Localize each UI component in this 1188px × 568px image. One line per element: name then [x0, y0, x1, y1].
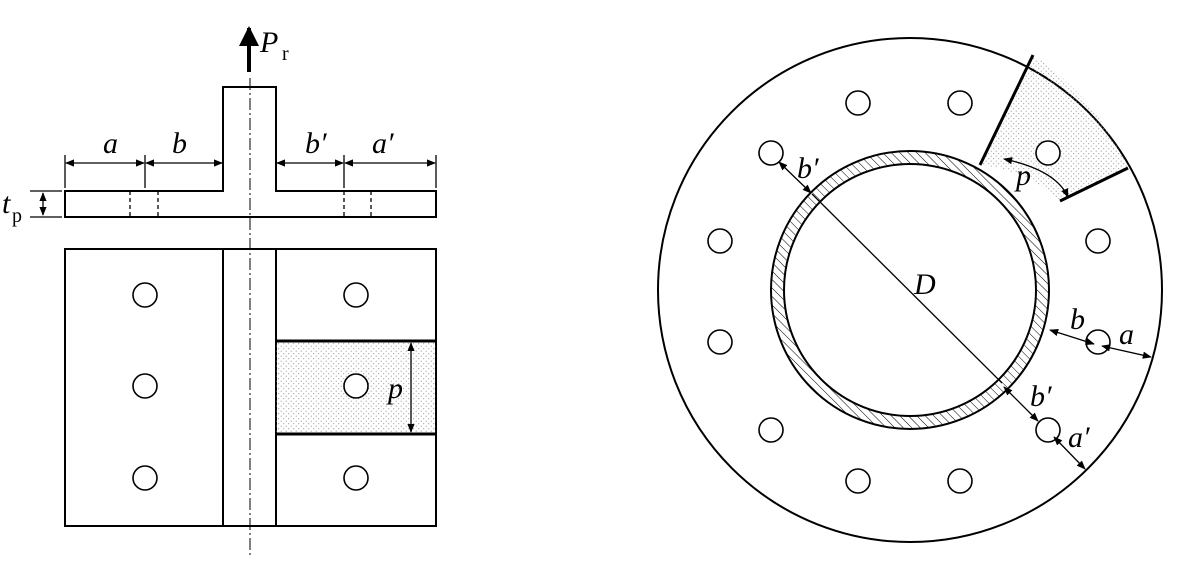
segment-boundary: [978, 54, 1035, 166]
bolt-hole: [1085, 228, 1111, 254]
label-a-ring: a: [1119, 318, 1134, 351]
bolt-hole: [947, 90, 973, 116]
pipe-wall: [771, 151, 1050, 429]
ring-flange-figure: D p b′ b a b′ a′: [657, 37, 1163, 543]
bolt-hole: [707, 329, 733, 355]
label-thickness-subscript: p: [12, 205, 22, 227]
pipe-inner-edge: [783, 163, 1037, 417]
bolt-hole: [343, 465, 369, 491]
bolt-hole: [1035, 140, 1061, 166]
bolt-hole: [707, 228, 733, 254]
label-a-prime-ring: a′: [1068, 421, 1090, 454]
bolt-hole: [758, 417, 784, 443]
bolt-hole: [132, 373, 158, 399]
force-label-subscript: r: [282, 43, 289, 65]
bolt-hole: [845, 90, 871, 116]
diameter-line: [811, 193, 1003, 384]
pipe-outer-edge: [770, 150, 1050, 430]
bolt-hole: [132, 282, 158, 308]
label-b-prime-lower: b′: [1030, 380, 1052, 413]
label-thickness: t: [2, 187, 11, 220]
force-label: P: [259, 26, 278, 59]
label-D: D: [913, 268, 936, 301]
label-a: a: [103, 127, 118, 160]
label-b-prime: b′: [305, 127, 327, 160]
dimension-p-arc: [1003, 157, 1069, 198]
dimension-b-ring: [1049, 329, 1095, 345]
label-p: p: [386, 372, 403, 405]
bolt-hole: [343, 282, 369, 308]
dimension-b-prime-lower: [1003, 386, 1039, 422]
bolt-hole: [1035, 417, 1061, 443]
label-b: b: [172, 127, 187, 160]
t-stub-figure: P r a b b′ a′ t p: [2, 26, 437, 556]
bolt-hole: [947, 468, 973, 494]
bolt-hole: [758, 140, 784, 166]
flange-outer-edge: [657, 37, 1163, 543]
segment-boundary: [1059, 166, 1129, 203]
dimension-a-ring: [1101, 344, 1152, 359]
label-p-ring: p: [1014, 159, 1031, 192]
bolt-hole: [845, 468, 871, 494]
dimension-a-prime-ring: [1053, 436, 1086, 470]
bolt-hole: [343, 373, 369, 399]
label-b-prime-upper: b′: [797, 152, 819, 185]
elevation-outline: [64, 86, 437, 218]
label-a-prime: a′: [372, 127, 394, 160]
dimension-b-prime-upper: [778, 161, 812, 194]
bolt-hole: [132, 465, 158, 491]
label-b-ring: b: [1070, 303, 1085, 336]
